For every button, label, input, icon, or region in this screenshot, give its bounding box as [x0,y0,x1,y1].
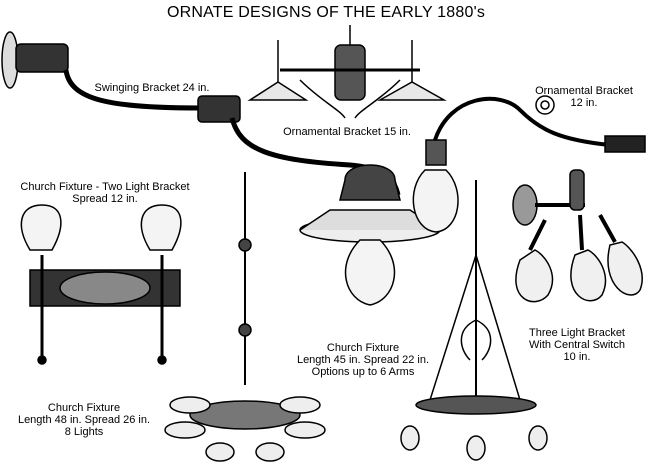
caption-line: Church Fixture - Two Light Bracket [20,181,190,193]
caption-line: Church Fixture [47,402,121,414]
caption-line: Church Fixture [326,342,400,354]
church-fixture-48-drawing [164,172,326,462]
caption-line: Ornamental Bracket [535,85,633,97]
caption-ornamental-bracket-15: Ornamental Bracket 15 in. [283,126,411,138]
caption-ornamental-bracket-12: Ornamental Bracket 12 in. [535,85,633,109]
caption-line: Length 48 in. Spread 26 in. [17,414,151,426]
caption-church-fixture-48: Church Fixture Length 48 in. Spread 26 i… [18,402,150,438]
caption-swinging-bracket: Swinging Bracket 24 in. [95,82,210,94]
caption-church-fixture-45: Church Fixture Length 45 in. Spread 22 i… [297,342,429,378]
caption-line: 8 Lights [64,426,104,438]
caption-line: Ornamental Bracket 15 in. [283,126,411,138]
caption-line: Swinging Bracket 24 in. [94,82,210,94]
church-two-light-drawing [20,204,182,365]
church-fixture-45-drawing [400,180,548,461]
swinging-bracket-drawing [1,31,441,306]
caption-line: 12 in. [570,97,598,109]
caption-line: Options up to 6 Arms [311,366,415,378]
caption-line: Length 45 in. Spread 22 in. [296,354,430,366]
three-light-drawing [512,169,643,303]
caption-three-light: Three Light Bracket With Central Switch … [529,327,625,363]
caption-line: Spread 12 in. [72,193,138,205]
ornamental-bracket-15-drawing [247,25,447,119]
caption-line: Three Light Bracket [529,327,625,339]
caption-line: 10 in. [563,351,591,363]
page-title: ORNATE DESIGNS OF THE EARLY 1880's [166,4,486,21]
ornamental-bracket-12-drawing [412,95,646,233]
caption-church-two-light: Church Fixture - Two Light Bracket Sprea… [20,181,189,205]
caption-line: With Central Switch [529,339,625,351]
